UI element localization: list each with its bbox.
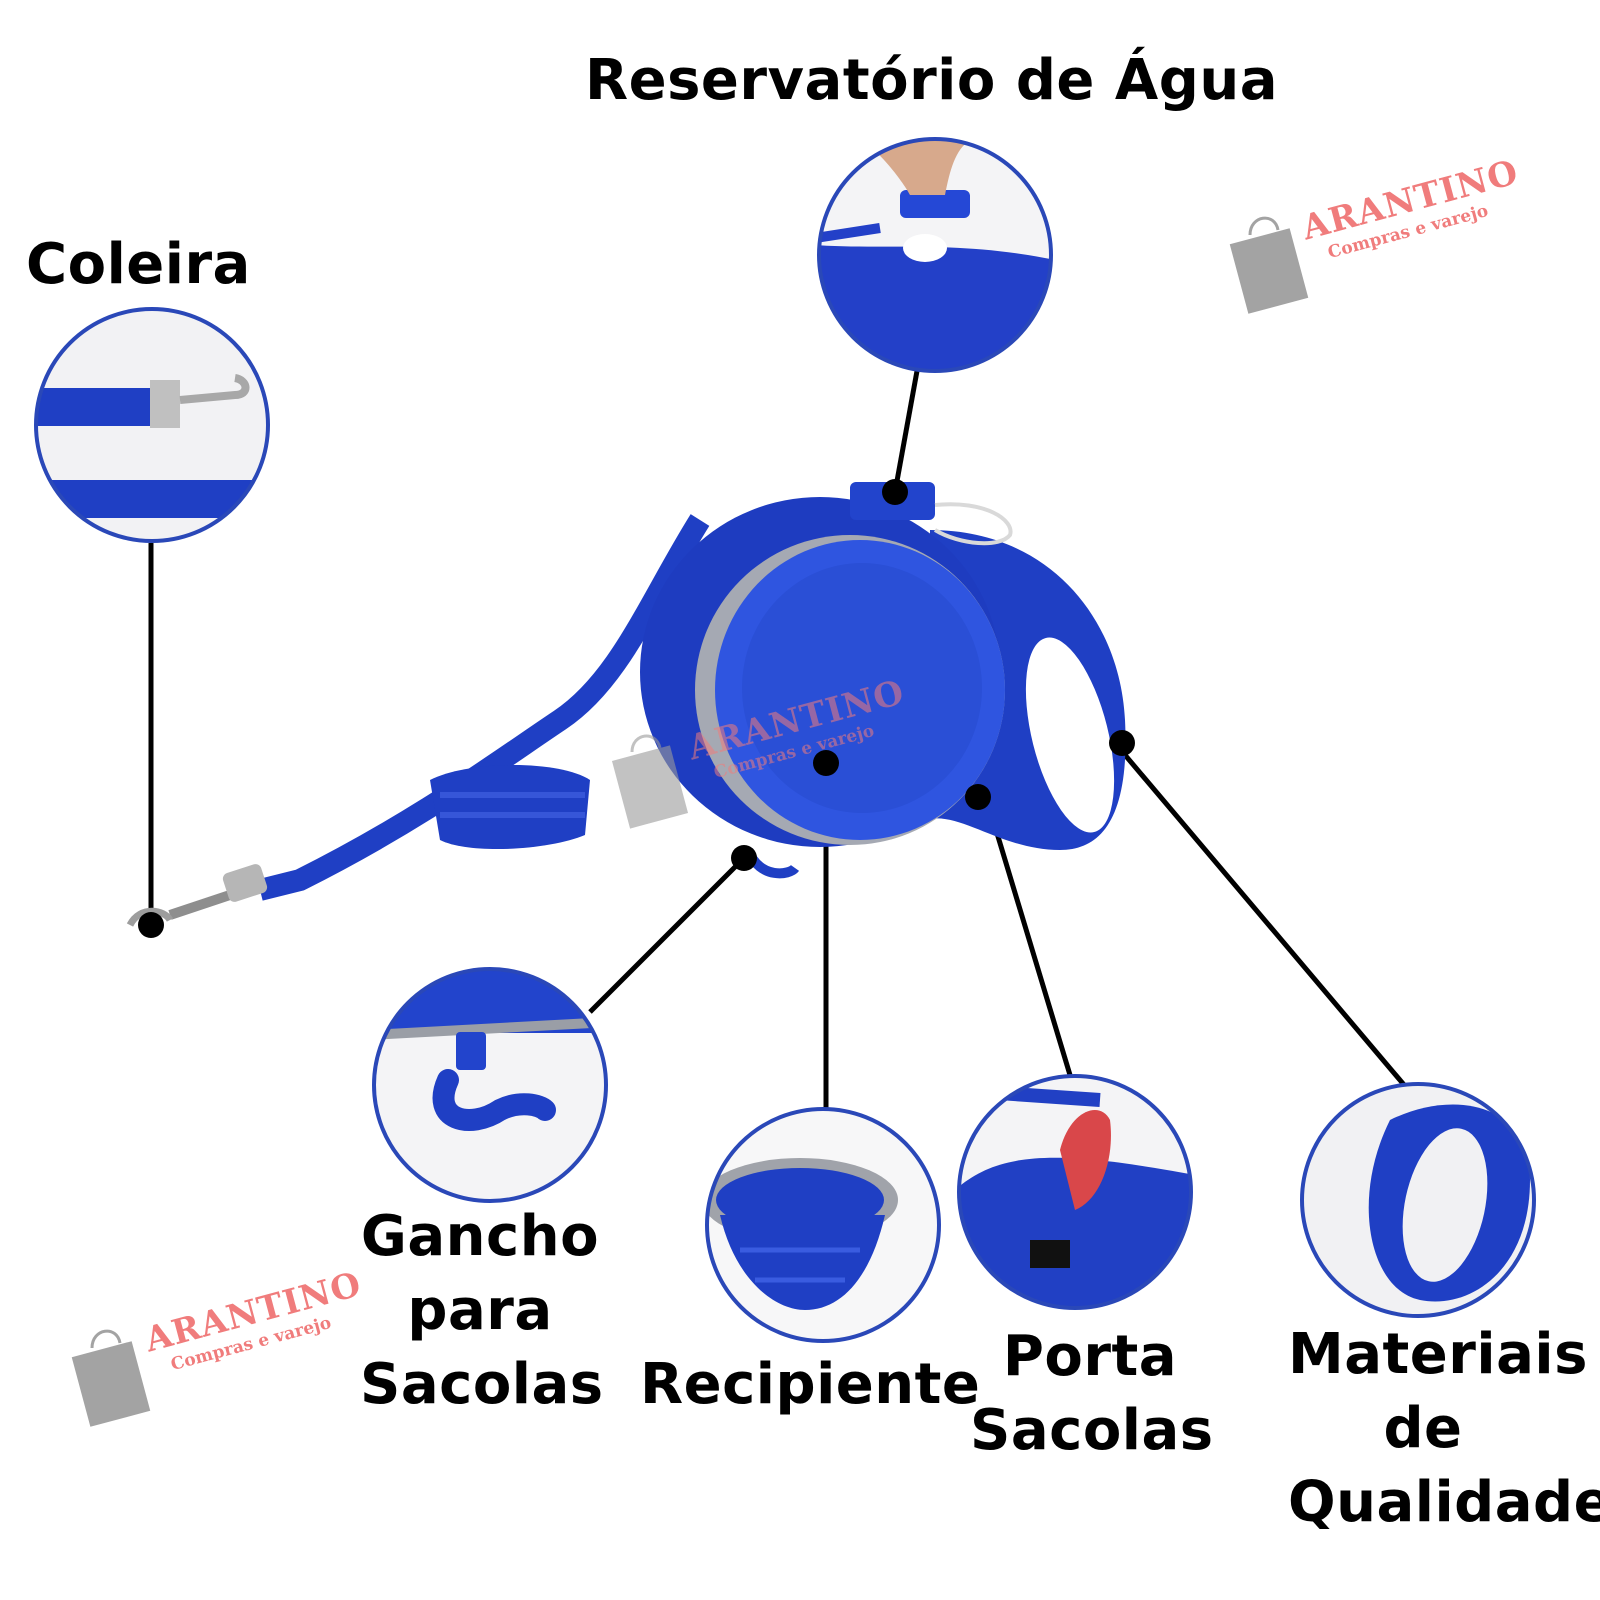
label-gancho: Gancho para Sacolas bbox=[360, 1204, 604, 1417]
detail-circle-coleira bbox=[34, 307, 270, 543]
label-coleira: Coleira bbox=[26, 232, 251, 297]
detail-circle-materiais bbox=[1300, 1082, 1536, 1318]
dispenser-body bbox=[640, 482, 1126, 879]
label-materiais: Materiais de Qualidade bbox=[1288, 1322, 1600, 1535]
leash-strap bbox=[126, 514, 710, 927]
shopping-bag-icon bbox=[611, 734, 689, 829]
label-recipiente: Recipiente bbox=[640, 1352, 981, 1417]
shopping-bag-icon bbox=[1229, 216, 1309, 314]
label-reservatorio: Reservatório de Água bbox=[585, 48, 1278, 113]
shopping-bag-icon bbox=[71, 1329, 151, 1427]
connector-lines bbox=[148, 370, 1407, 1108]
detail-circle-porta bbox=[957, 1074, 1193, 1310]
detail-circle-recipiente bbox=[705, 1107, 941, 1343]
detail-circle-reservatorio bbox=[817, 137, 1053, 373]
label-porta: Porta Sacolas bbox=[970, 1324, 1214, 1463]
pointer-dots bbox=[138, 479, 1135, 938]
detail-circle-gancho bbox=[372, 967, 608, 1203]
